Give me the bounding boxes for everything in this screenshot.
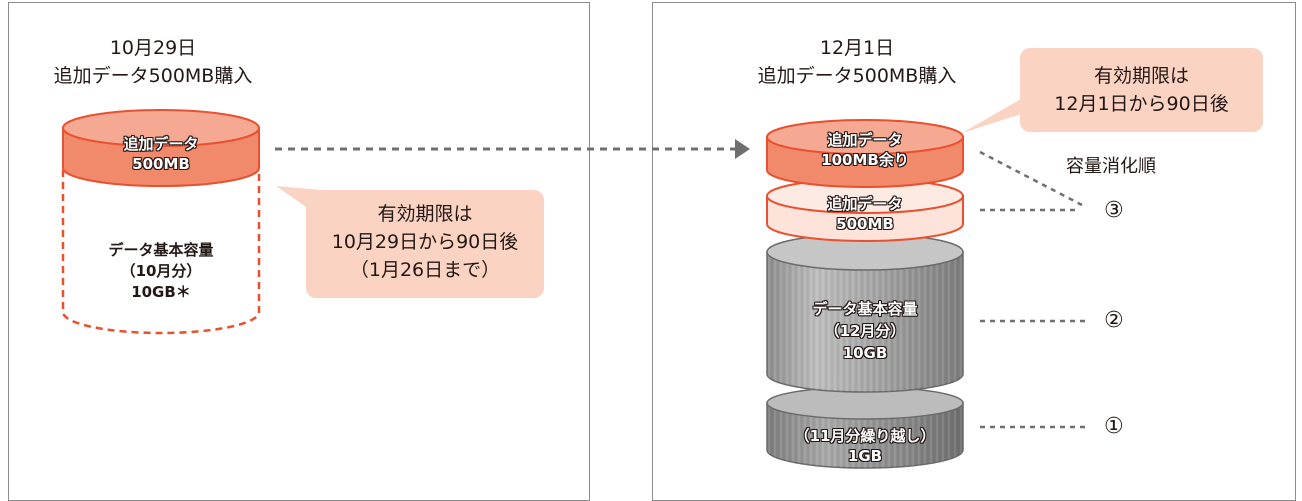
order-number-1: ① xyxy=(1104,414,1124,439)
right-action: 追加データ500MB購入 xyxy=(757,65,957,87)
right-remaining-line1: 追加データ xyxy=(827,131,903,149)
basic-capacity-dashed-cylinder xyxy=(61,170,261,335)
right-heading: 12月1日 追加データ500MB購入 xyxy=(752,34,962,90)
right-added-line1: 追加データ xyxy=(827,195,903,213)
added-data-500-cylinder xyxy=(766,178,964,242)
right-basic-capacity-label: データ基本容量 （12月分） 10GB xyxy=(774,298,956,364)
left-added-data-label: 追加データ 500MB xyxy=(80,134,242,174)
left-basic-line1: データ基本容量 xyxy=(108,241,214,259)
right-callout-line1: 有効期限は xyxy=(1093,65,1189,87)
right-callout-text: 有効期限は 12月1日から90日後 xyxy=(1020,62,1263,118)
right-date: 12月1日 xyxy=(819,37,895,59)
left-added-data-line1: 追加データ xyxy=(123,135,199,153)
added-data-cylinder xyxy=(62,109,260,187)
remaining-data-cylinder xyxy=(766,119,964,188)
right-basic-line1: データ基本容量 xyxy=(812,300,918,318)
left-added-data-line2: 500MB xyxy=(132,155,190,173)
left-basic-capacity-label: データ基本容量 （10月分） 10GB＊ xyxy=(70,240,252,303)
left-basic-line2: （10月分） xyxy=(120,262,202,280)
left-callout-line1: 有効期限は xyxy=(377,203,473,225)
right-basic-line3: 10GB xyxy=(842,344,888,362)
carryover-cylinder xyxy=(766,386,964,469)
right-remaining-data-label: 追加データ 100MB余り xyxy=(784,130,946,170)
order-leader-lines xyxy=(979,150,1090,429)
right-added-data-label: 追加データ 500MB xyxy=(784,194,946,234)
left-basic-line3: 10GB＊ xyxy=(131,283,191,301)
basic-capacity-cylinder xyxy=(766,233,964,393)
right-carryover-line2: 1GB xyxy=(847,447,883,465)
expiry-callout-left xyxy=(276,186,544,298)
left-callout-line3: （1月26日まで） xyxy=(349,259,501,281)
left-heading: 10月29日 追加データ500MB購入 xyxy=(48,34,258,90)
expiry-callout-right xyxy=(962,48,1263,133)
left-callout-text: 有効期限は 10月29日から90日後 （1月26日まで） xyxy=(306,200,544,284)
order-number-3: ③ xyxy=(1104,198,1124,223)
left-date: 10月29日 xyxy=(109,37,197,59)
right-carryover-label: （11月分繰り越し） 1GB xyxy=(770,426,960,466)
consumption-order-title: 容量消化順 xyxy=(1066,156,1156,177)
right-callout-line2: 12月1日から90日後 xyxy=(1054,93,1229,115)
right-remaining-line2: 100MB余り xyxy=(821,151,909,169)
right-carryover-line1: （11月分繰り越し） xyxy=(794,427,936,445)
left-callout-line2: 10月29日から90日後 xyxy=(331,231,519,253)
right-basic-line2: （12月分） xyxy=(824,322,906,340)
order-number-2: ② xyxy=(1104,308,1124,333)
right-added-line2: 500MB xyxy=(836,215,894,233)
left-action: 追加データ500MB購入 xyxy=(53,65,253,87)
transition-arrow xyxy=(275,139,750,159)
